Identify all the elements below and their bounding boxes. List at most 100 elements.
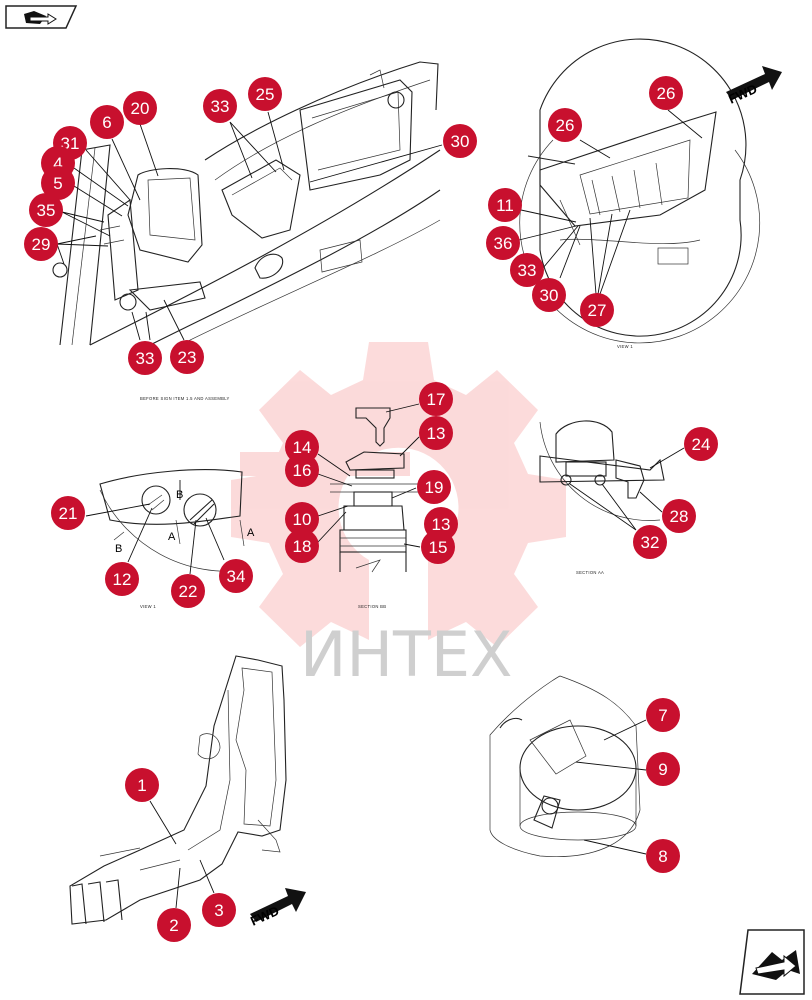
nav-top-left-icon[interactable] [5,5,78,29]
callout-circle [105,562,139,596]
callout-circle [684,427,718,461]
callout-label: 3 [214,901,223,920]
callout-circle [285,502,319,536]
callout-34[interactable]: 34 [219,559,253,593]
callout-20[interactable]: 20 [123,91,157,125]
callout-29[interactable]: 29 [24,227,58,261]
callout-33[interactable]: 33 [128,341,162,375]
callout-23[interactable]: 23 [170,340,204,374]
section-label-b2: B [115,543,122,555]
callout-label: 18 [293,537,312,556]
callout-17[interactable]: 17 [419,382,453,416]
callout-circle [171,574,205,608]
callout-circle [248,77,282,111]
callout-5[interactable]: 5 [41,166,75,200]
callout-label: 29 [32,235,51,254]
callout-27[interactable]: 27 [580,293,614,327]
caption-section-bb: SECTION BB [358,604,386,609]
callout-label: 23 [178,348,197,367]
callout-25[interactable]: 25 [248,77,282,111]
callout-circle [90,105,124,139]
callout-label: 30 [540,286,559,305]
fwd-arrow-top: FWD [726,66,782,107]
nav-bottom-right-icon[interactable] [739,929,805,995]
callout-circle [443,124,477,158]
callout-label: 28 [670,507,689,526]
callout-label: 10 [293,510,312,529]
watermark-bar [240,452,410,476]
callout-36[interactable]: 36 [486,226,520,260]
callout-circle [548,108,582,142]
callout-21[interactable]: 21 [51,496,85,530]
bottom-right-cover-drawing [489,675,641,857]
callout-circle [170,340,204,374]
callout-15[interactable]: 15 [421,530,455,564]
callout-label: 27 [588,301,607,320]
caption-view-left: VIEW 1 [140,604,156,609]
callout-label: 13 [432,515,451,534]
callout-22[interactable]: 22 [171,574,205,608]
callout-circle [128,341,162,375]
callout-circle [421,530,455,564]
callout-circle [488,188,522,222]
callout-label: 33 [518,261,537,280]
bottom-left-duct-drawing [69,655,287,925]
callout-label: 16 [293,461,312,480]
callout-28[interactable]: 28 [662,499,696,533]
callout-label: 26 [556,116,575,135]
callout-circle [41,166,75,200]
callout-label: 19 [425,478,444,497]
section-label-b1: B [176,489,183,501]
callout-10[interactable]: 10 [285,502,319,536]
callout-circle [125,768,159,802]
callout-8[interactable]: 8 [646,839,680,873]
callout-30[interactable]: 30 [443,124,477,158]
callout-19[interactable]: 19 [417,470,451,504]
callout-35[interactable]: 35 [29,193,63,227]
callout-33[interactable]: 33 [510,253,544,287]
callout-26[interactable]: 26 [649,76,683,110]
callout-circle [510,253,544,287]
watermark-gear-logo [231,342,566,647]
callout-33[interactable]: 33 [203,89,237,123]
callout-circle [219,559,253,593]
callout-label: 4 [53,154,62,173]
callout-label: 14 [293,438,312,457]
callout-label: 30 [451,132,470,151]
callout-circle [633,525,667,559]
callout-13[interactable]: 13 [419,416,453,450]
callout-label: 8 [658,847,667,866]
callout-1[interactable]: 1 [125,768,159,802]
callout-3[interactable]: 3 [202,893,236,927]
callout-circle [157,908,191,942]
callout-18[interactable]: 18 [285,529,319,563]
callout-label: 32 [641,533,660,552]
callout-24[interactable]: 24 [684,427,718,461]
callout-label: 15 [429,538,448,557]
middle-right-section-drawing [539,420,665,521]
callout-9[interactable]: 9 [646,752,680,786]
callout-2[interactable]: 2 [157,908,191,942]
callout-30[interactable]: 30 [532,278,566,312]
callout-12[interactable]: 12 [105,562,139,596]
callout-circle [123,91,157,125]
callout-label: 25 [256,85,275,104]
callout-label: 21 [59,504,78,523]
callout-label: 35 [37,201,56,220]
callout-label: 36 [494,234,513,253]
callout-32[interactable]: 32 [633,525,667,559]
callout-7[interactable]: 7 [646,698,680,732]
callout-26[interactable]: 26 [548,108,582,142]
callout-label: 33 [211,97,230,116]
callout-label: 1 [137,776,146,795]
callout-6[interactable]: 6 [90,105,124,139]
callout-11[interactable]: 11 [488,188,522,222]
callout-circle [580,293,614,327]
callout-16[interactable]: 16 [285,453,319,487]
section-label-a1: A [168,531,176,543]
middle-left-view-drawing: B B A A [99,469,255,572]
callout-label: 5 [53,174,62,193]
